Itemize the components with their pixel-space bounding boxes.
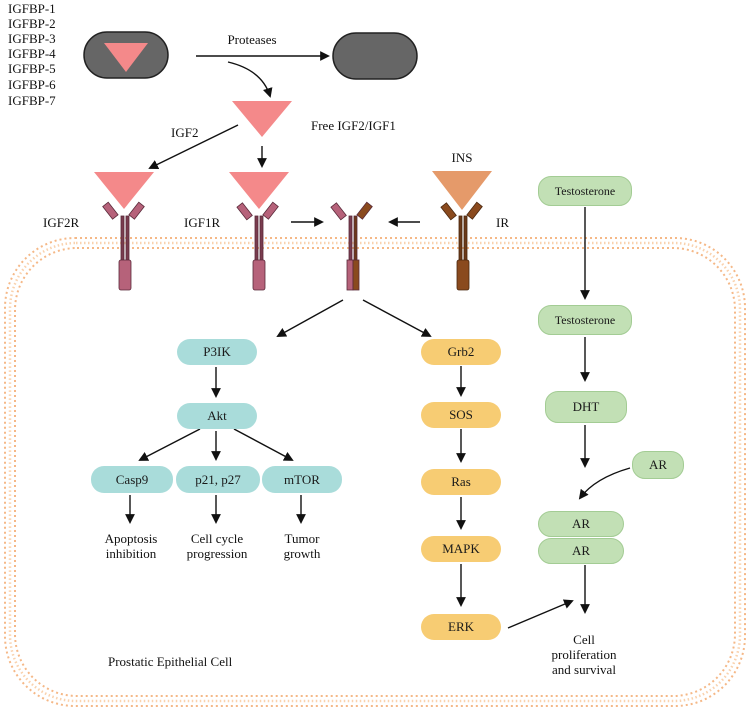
arrow-to-p3ik [276,299,344,337]
ins-ligand-triangle [432,171,492,210]
igf2r-label: IGF2R [43,215,80,230]
apoptosis-inhibition-label: Apoptosis inhibition [104,531,158,561]
p3ik-node: P3IK [177,339,257,365]
tumor-growth-label: Tumor growth [283,531,321,561]
hybrid-receptor [330,201,373,291]
igfbp-2-label: IGFBP-2 [8,16,56,31]
igfbp-7-label: IGFBP-7 [8,93,56,108]
ras-node: Ras [421,469,501,495]
cell-membrane [4,237,746,707]
dht-node: DHT [545,391,627,423]
arrow-to-grb2 [362,299,432,337]
igfbp-3-label: IGFBP-3 [8,31,56,46]
ar-dimer-bottom-node: AR [538,538,624,564]
igf1-ligand-triangle [229,172,289,209]
igf2r-receptor [102,201,145,291]
arrow-akt-casp9 [138,428,201,461]
testosterone-extracellular-node: Testosterone [538,176,632,206]
ir-label: IR [496,215,509,230]
igf2-label: IGF2 [171,125,199,140]
igfbp-bound-capsule [83,31,169,79]
cell-proliferation-label: Cell proliferation and survival [551,632,617,677]
arrow-akt-mtor [233,428,294,461]
cell-label: Prostatic Epithelial Cell [108,654,233,669]
igf1r-label: IGF1R [184,215,221,230]
arrow-igf2 [148,124,239,169]
proteases-label: Proteases [227,32,277,47]
testosterone-intracellular-node: Testosterone [538,305,632,335]
erk-node: ERK [421,614,501,640]
grb2-node: Grb2 [421,339,501,365]
ar-dimer-top-node: AR [538,511,624,537]
igfbp-1-label: IGFBP-1 [8,1,56,16]
free-igf-label: Free IGF2/IGF1 [311,118,396,133]
sos-node: SOS [421,402,501,428]
ir-receptor [440,201,483,291]
p21-p27-node: p21, p27 [176,466,260,493]
mapk-node: MAPK [421,536,501,562]
igfbp-5-label: IGFBP-5 [8,61,56,76]
arrow-erk-proliferation [507,599,574,629]
igfbp-6-label: IGFBP-6 [8,77,56,92]
igf1r-receptor [236,201,279,291]
casp9-node: Casp9 [91,466,173,493]
ar-free-node: AR [632,451,684,479]
free-igf-triangle [232,101,292,137]
igf2-ligand-triangle [94,172,154,209]
arrows [125,51,631,629]
cell-cycle-progression-label: Cell cycle progression [186,531,248,561]
mtor-node: mTOR [262,466,342,493]
arrow-ar-binding [578,467,631,500]
akt-node: Akt [177,403,257,429]
arrow-release [227,61,273,98]
ins-label: INS [451,150,473,165]
igfbp-4-label: IGFBP-4 [8,46,56,61]
igfbp-cleaved-capsule [332,32,418,80]
